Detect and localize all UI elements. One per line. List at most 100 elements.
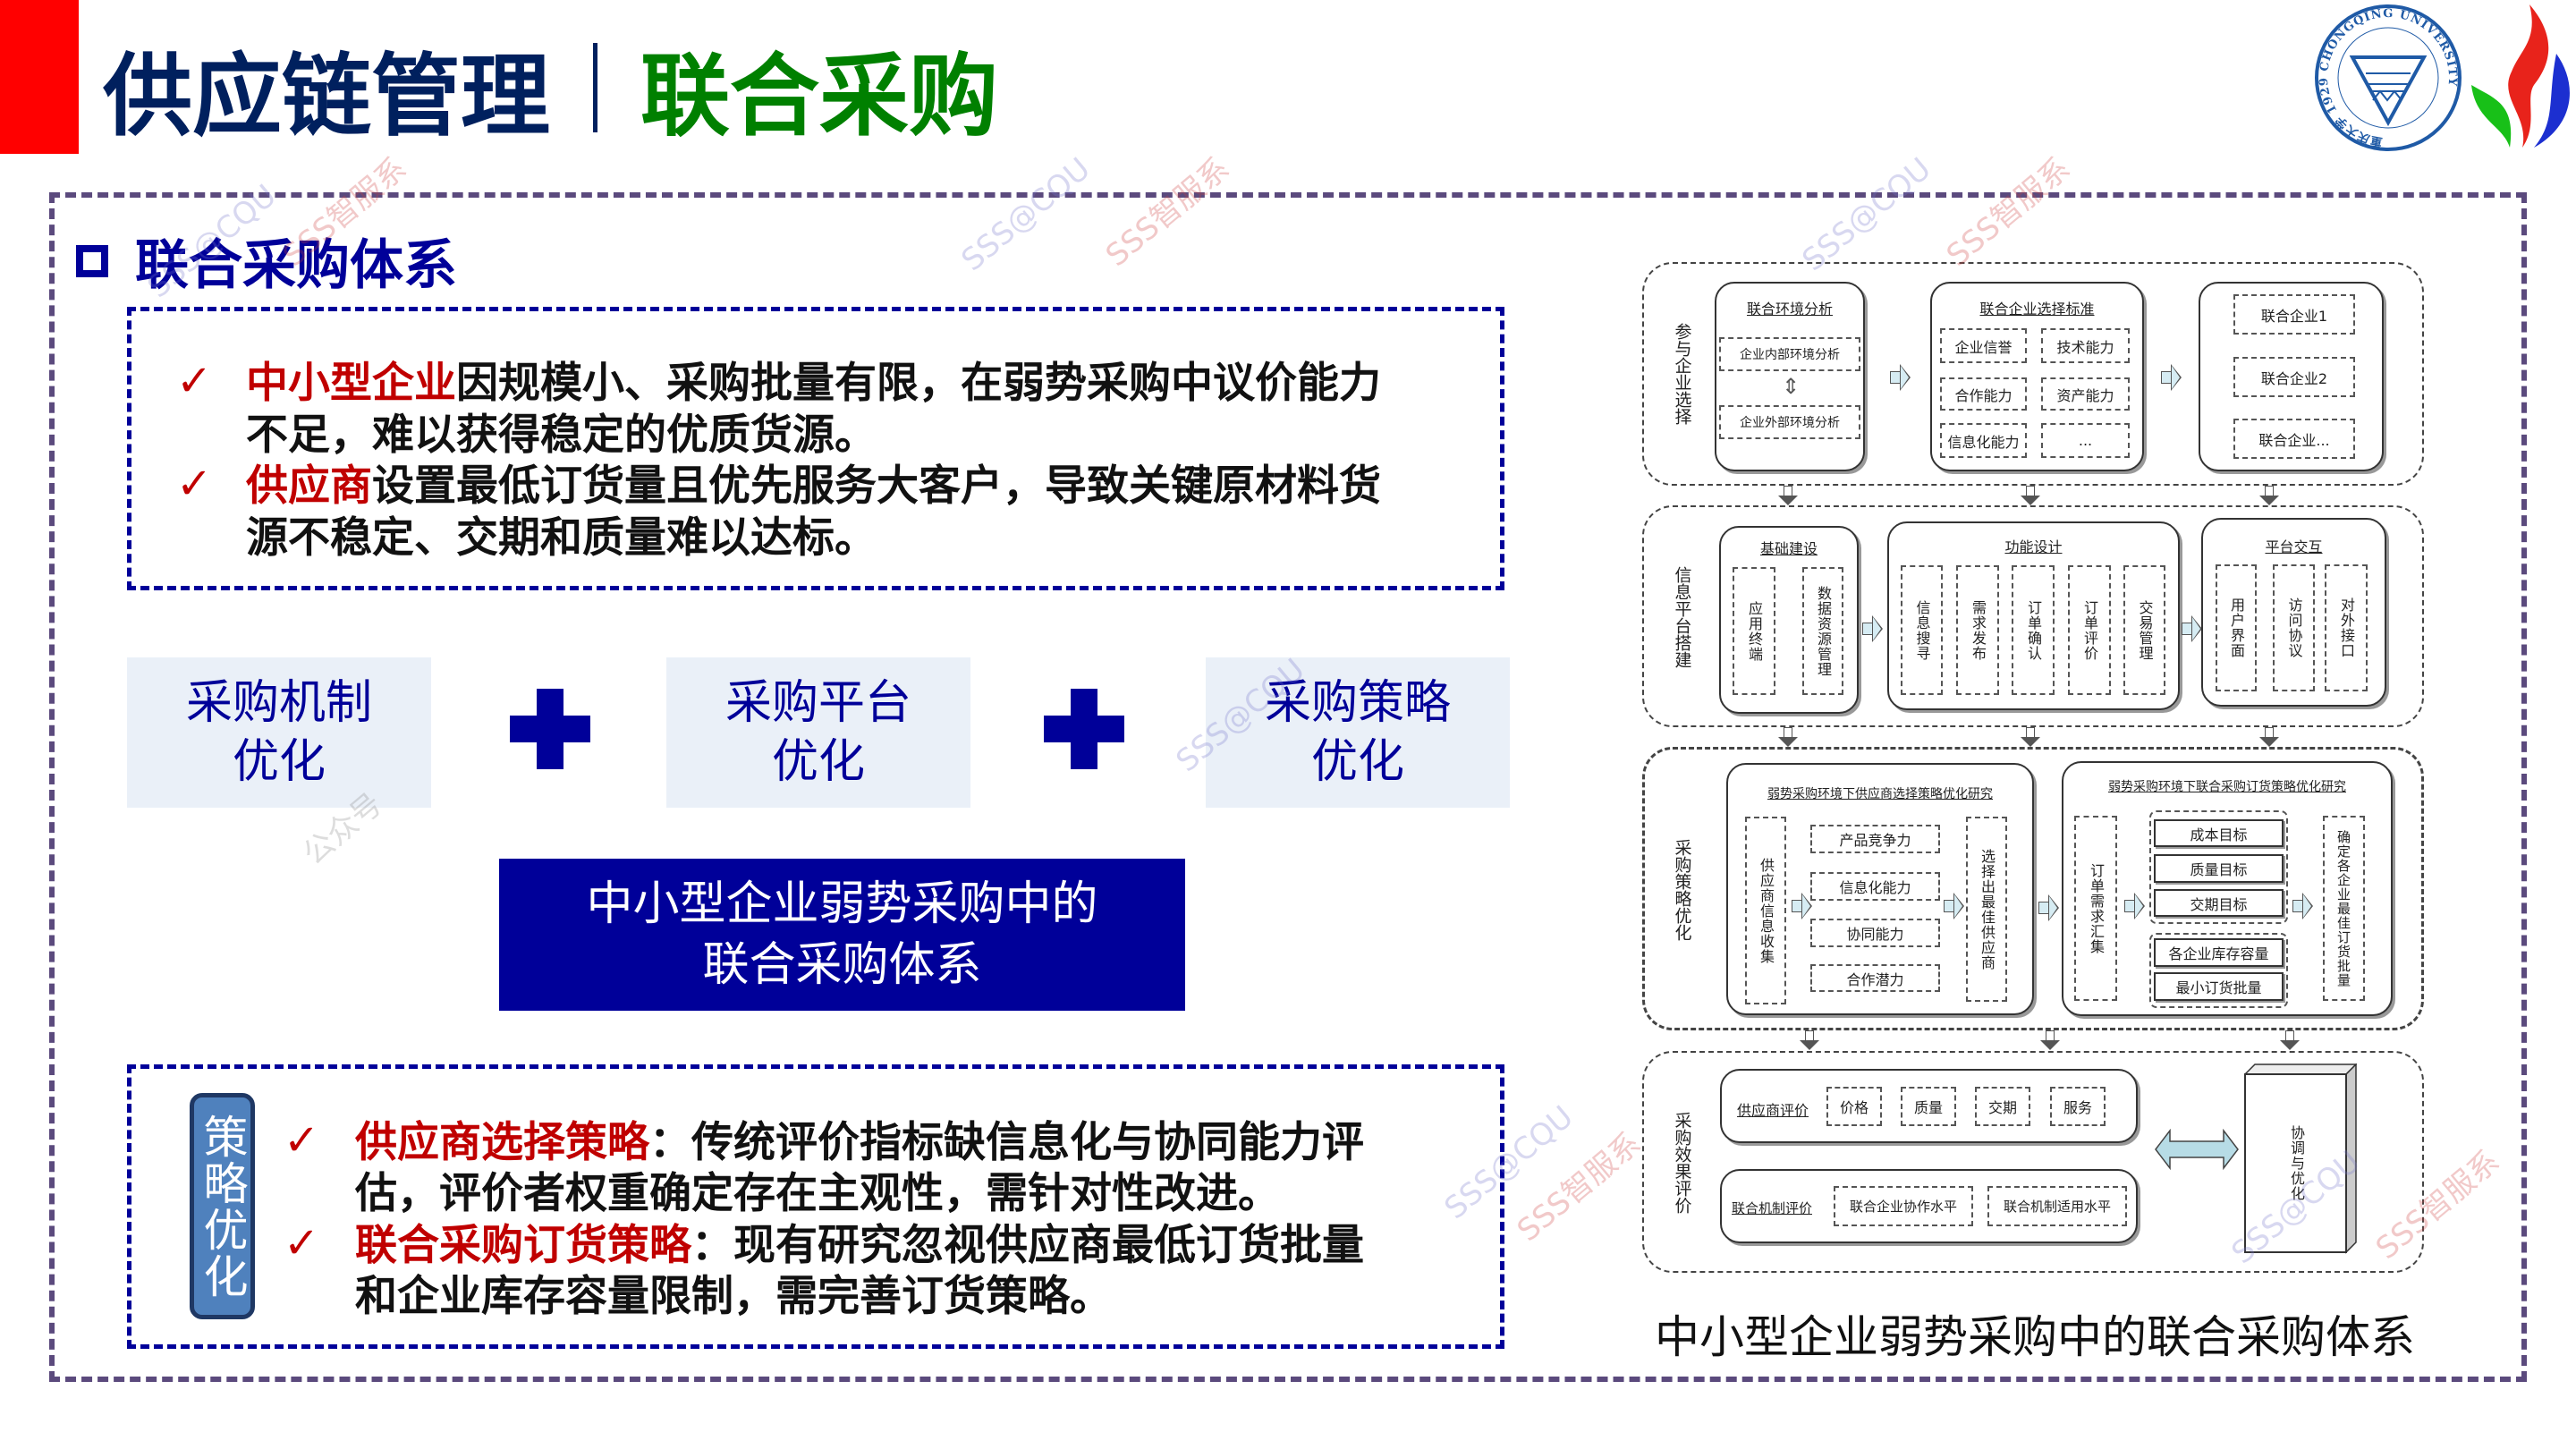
box-title: 供应商评价 <box>1736 1102 1809 1119</box>
diagram-part <box>2280 1040 2300 1050</box>
checkmark-icon: ✓ <box>176 356 213 406</box>
flame-green <box>2471 85 2512 148</box>
seal-mountains <box>2372 89 2402 102</box>
diagram-part: 优化 <box>1310 735 1404 789</box>
diagram-part <box>2244 1063 2357 1075</box>
diagram-part <box>1805 1030 1814 1041</box>
strategy-label-pill: 策略优化 <box>190 1093 255 1319</box>
panel-strategy-optimization <box>1642 747 2424 1030</box>
diagram-part <box>2265 727 2274 738</box>
arrow-right-icon <box>1944 893 1964 919</box>
diagram-part: 采购平台 <box>724 676 911 730</box>
arrow-down-icon <box>1800 1030 1819 1050</box>
diagram-part <box>2259 737 2279 747</box>
seal-triangle <box>2349 55 2428 127</box>
cell: 价格 <box>1826 1087 1882 1126</box>
cell: 信息搜寻 <box>1901 565 1943 695</box>
arrow-right-icon <box>2161 364 2182 391</box>
strategy-2-line-2: 和企业库存容量限制，需完善订货策略。 <box>355 1272 1112 1321</box>
strategy-2-line-1: 联合采购订货策略：现有研究忽视供应商最低订货批量 <box>355 1220 1364 1272</box>
problem-2-line-1: 供应商设置最低订货量且优先服务大客户，导致关键原材料货 <box>246 461 1381 513</box>
diagram-part <box>1778 737 1798 747</box>
cell: 企业外部环境分析 <box>1719 405 1860 439</box>
diagram-part <box>1890 371 1901 384</box>
diagram-part: 采购机制 <box>185 676 372 730</box>
diagram-part <box>2285 1030 2294 1041</box>
diagram-part: ：传统评价指标缺信息化与协同能力评 <box>649 1118 1364 1167</box>
diagram-part: 优化 <box>232 735 326 789</box>
cell: 交期目标 <box>2154 889 2284 917</box>
cell: 数据资源管理 <box>1802 567 1843 695</box>
diagram-part <box>1862 623 1873 635</box>
cell: 联合机制适用水平 <box>1987 1186 2127 1226</box>
diagram-part <box>2049 896 2057 919</box>
checkmark-icon: ✓ <box>176 459 213 509</box>
square-bullet-icon <box>76 244 108 277</box>
arrow-down-icon <box>2040 1030 2060 1050</box>
pillar-mechanism: 采购机制优化 <box>127 657 431 808</box>
cell: 订单需求汇集 <box>2074 816 2117 1001</box>
cell: 对外接口 <box>2325 564 2368 691</box>
problem-1-line-1: 中小型企业因规模小、采购批量有限，在弱势采购中议价能力 <box>246 358 1381 410</box>
cell: 应用终端 <box>1733 567 1775 695</box>
panel-label: 采购效果评价 <box>1672 1112 1692 1214</box>
diagram-part <box>2021 496 2040 505</box>
pillar-strategy: 采购策略优化 <box>1206 657 1510 808</box>
problem-1-line-2: 不足，难以获得稳定的优质货源。 <box>246 411 877 460</box>
diagram-part <box>2021 737 2040 747</box>
cell: 协同能力 <box>1810 919 1940 947</box>
diagram-part <box>2026 486 2035 496</box>
cell: 企业内部环境分析 <box>1719 337 1860 371</box>
cell: 最小订货批量 <box>2154 972 2284 1001</box>
diagram-part <box>2192 617 2200 640</box>
diagram-part <box>2244 1073 2347 1253</box>
diagram-part <box>2259 496 2279 505</box>
title-divider <box>593 43 597 132</box>
diagram-part <box>2026 727 2035 738</box>
diagram-part <box>2303 894 2311 918</box>
diagram-part: 联合采购体系 <box>702 938 982 992</box>
diagram-part <box>2124 900 2135 912</box>
limits-group <box>2149 933 2288 1008</box>
box-title: 平台交互 <box>2265 538 2323 555</box>
box-title: 联合机制评价 <box>1731 1200 1812 1216</box>
box-title: 联合企业选择标准 <box>1979 301 2095 318</box>
cell: 信息化能力 <box>1940 423 2027 458</box>
diagram-part <box>2040 1040 2060 1050</box>
diagram-part: ：现有研究忽视供应商最低订货批量 <box>691 1221 1364 1270</box>
content-frame <box>49 192 2527 1382</box>
cell: 供应商信息收集 <box>1745 817 1786 1004</box>
cell: 联合企业1 <box>2233 294 2355 335</box>
arrow-right-icon <box>2182 615 2202 642</box>
arrow-right-icon <box>2124 893 2145 919</box>
strategy-1-line-1: 供应商选择策略：传统评价指标缺信息化与协同能力评 <box>355 1117 1364 1169</box>
arrow-down-icon <box>2259 727 2279 747</box>
page-title: 供应链管理 联合采购 <box>103 34 998 148</box>
diagram-part: 优化 <box>771 735 865 789</box>
cell: 质量 <box>1901 1087 1956 1126</box>
cell: 成本目标 <box>2154 819 2284 847</box>
diagram-part <box>2345 1063 2357 1254</box>
section-heading-text: 联合采购体系 <box>135 234 457 297</box>
panel-effect-evaluation <box>1642 1051 2424 1273</box>
flame-logo <box>2471 4 2570 148</box>
diagram-part: 中小型企业 <box>246 359 456 408</box>
flame-blue <box>2534 54 2570 148</box>
arrow-down-icon <box>2021 727 2040 747</box>
diagram-part <box>1784 486 1792 496</box>
arrow-down-icon <box>1778 727 1798 747</box>
diagram-part <box>2161 371 2172 384</box>
box-title: 弱势采购环境下联合采购订货策略优化研究 <box>2108 780 2346 794</box>
cell: 产品竞争力 <box>1810 825 1940 853</box>
core-system-box: 中小型企业弱势采购中的联合采购体系 <box>499 859 1185 1011</box>
double-arrow-icon: ⇕ <box>1782 374 1801 399</box>
cell: 联合企业协作水平 <box>1834 1186 1973 1226</box>
diagram-part <box>1901 366 1909 389</box>
goals-group <box>2149 810 2288 924</box>
arrow-down-icon <box>2021 486 2040 505</box>
diagram-part <box>1800 1040 1819 1050</box>
chongqing-university-seal-logo: 重庆大学 1929 CHONGQING UNIVERSITY <box>2315 4 2462 151</box>
cell: 选择出最佳供应商 <box>1966 817 2007 1002</box>
checkmark-icon: ✓ <box>284 1218 320 1268</box>
cell: 联合企业2 <box>2233 357 2355 397</box>
